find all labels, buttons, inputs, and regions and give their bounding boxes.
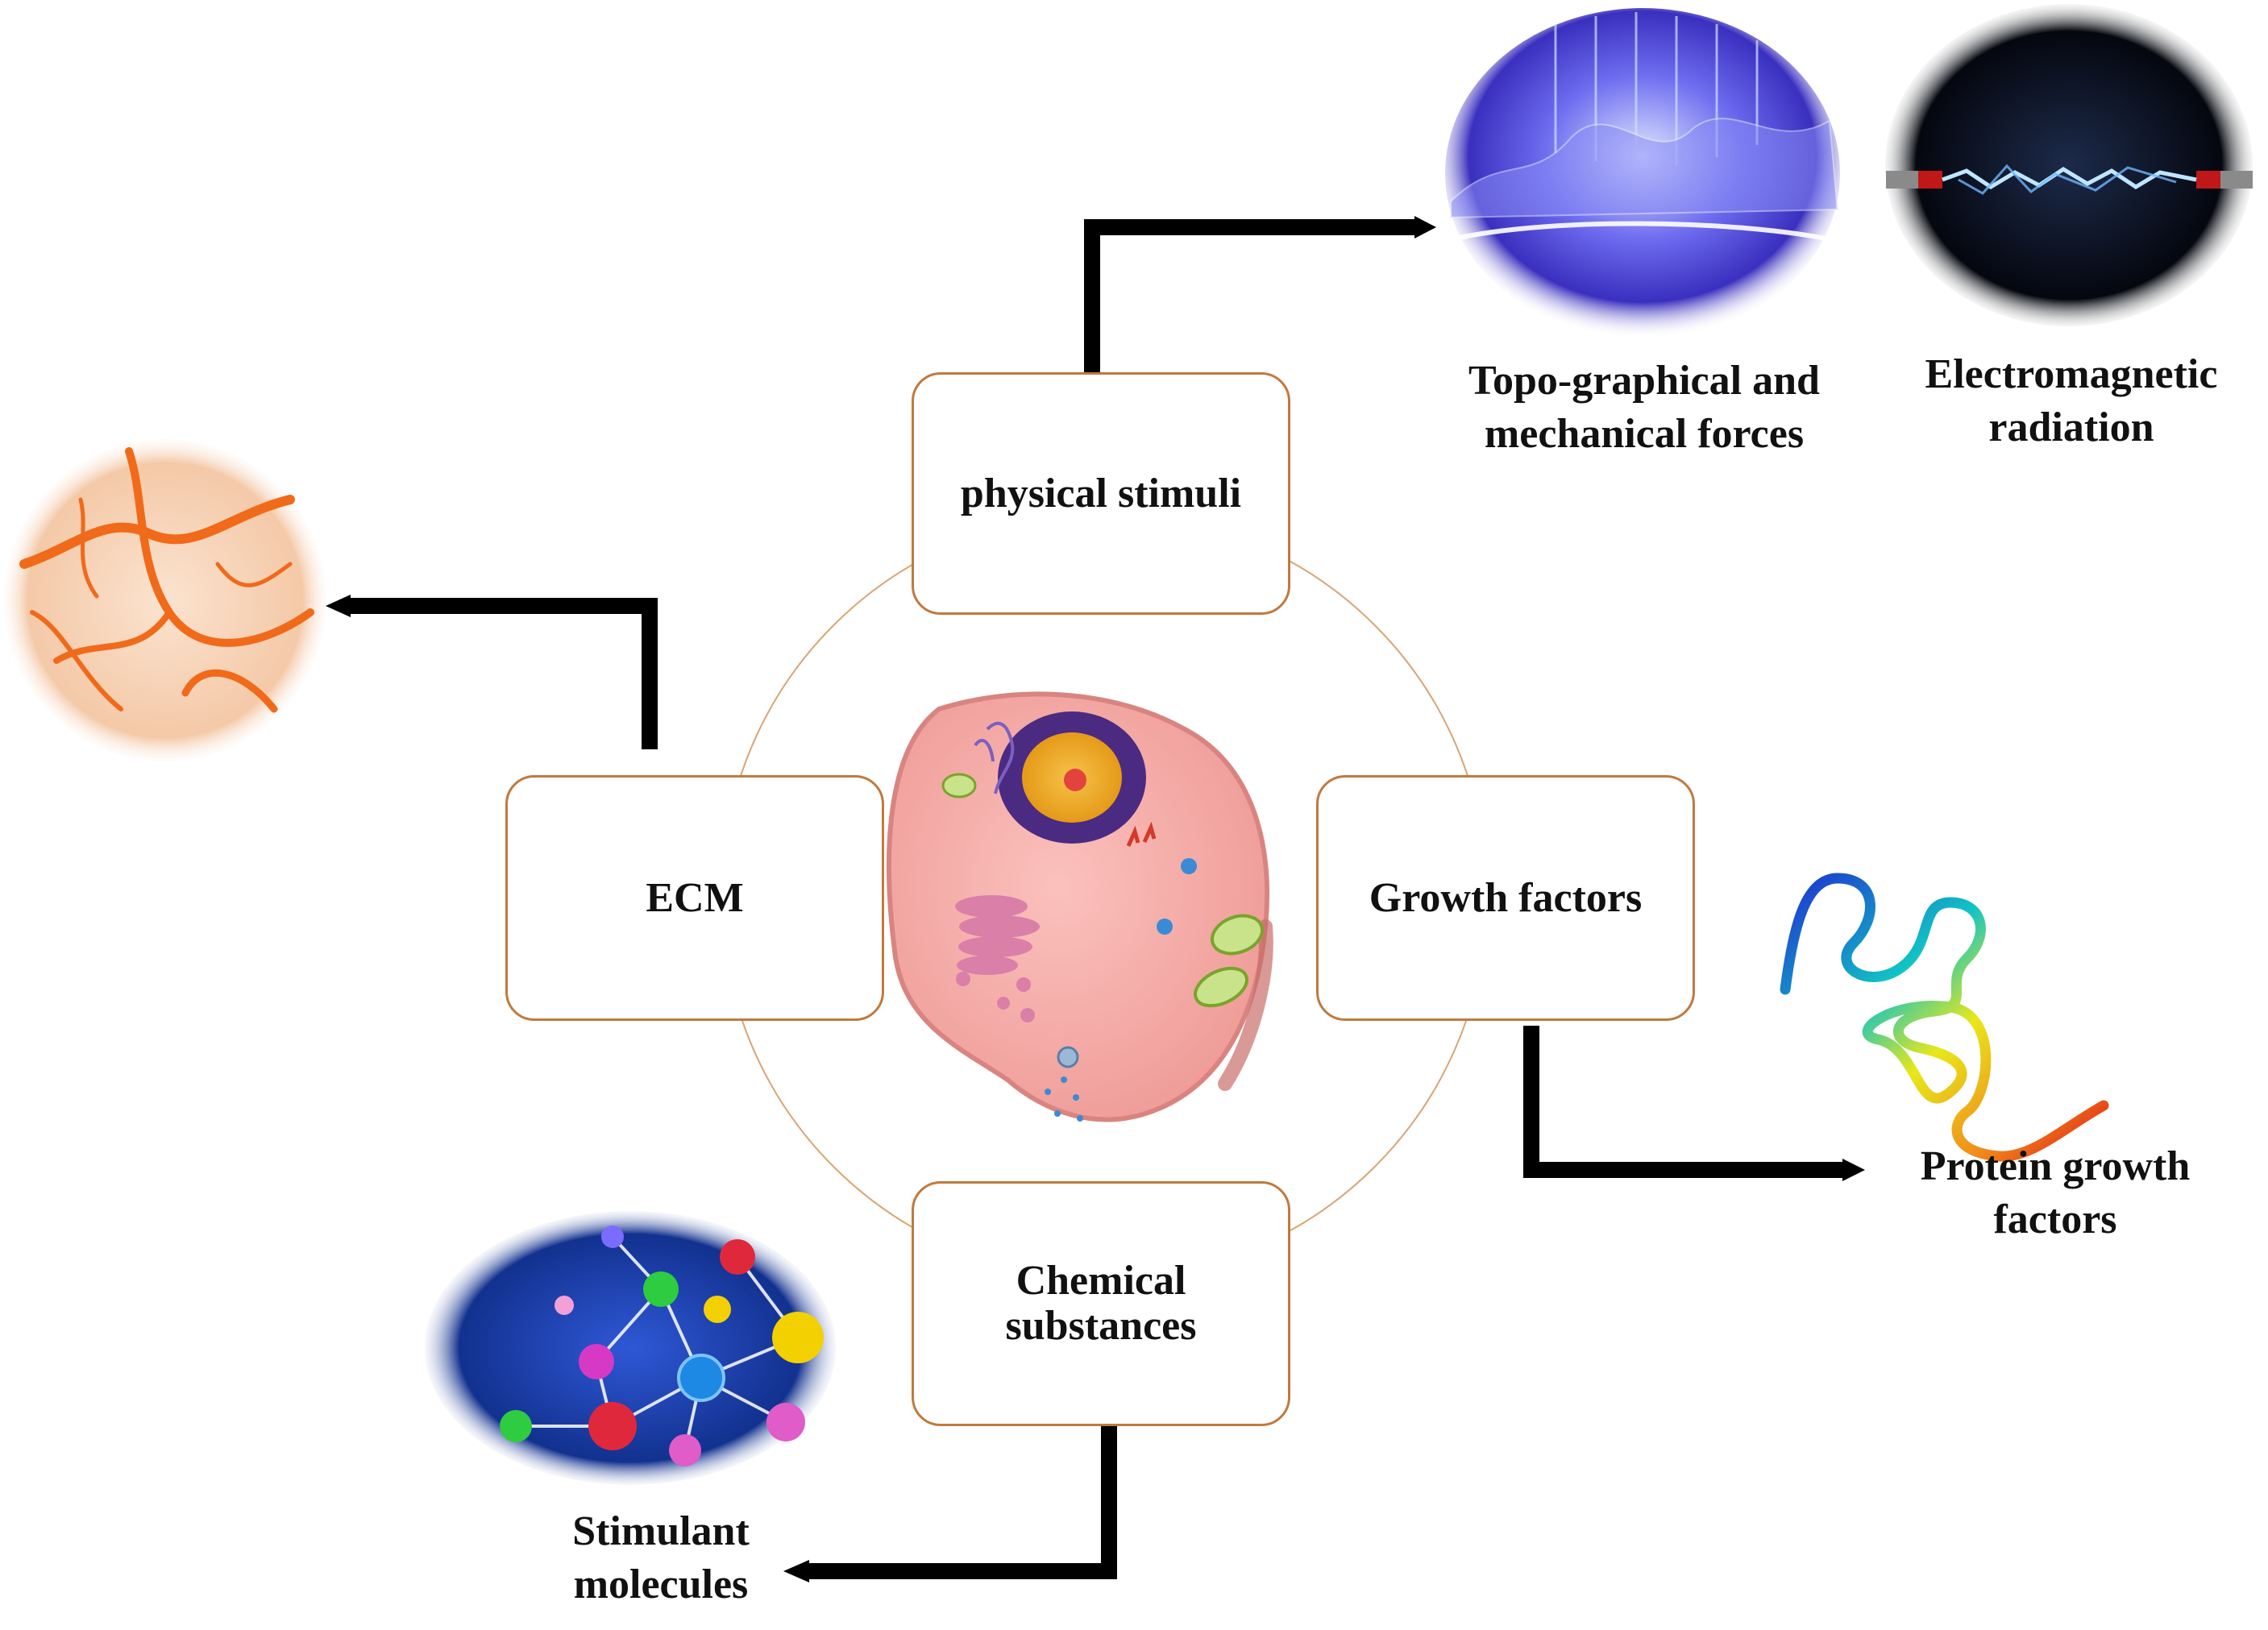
topographical-caption-line1: Topo-graphical and bbox=[1468, 358, 1820, 404]
electromagnetic-caption-line2: radiation bbox=[1988, 404, 2154, 450]
connector-chemical-arrow bbox=[783, 1425, 1117, 1582]
electric-arc-icon bbox=[1885, 4, 2253, 326]
stimulant-caption-line1: Stimulant bbox=[572, 1508, 750, 1554]
golgi-icon bbox=[955, 895, 1040, 1022]
electromagnetic-caption-line1: Electromagnetic bbox=[1925, 351, 2218, 397]
cell-icon bbox=[887, 691, 1273, 1122]
mesh-landscape-icon bbox=[1442, 8, 1842, 338]
chemical-label-line2: substances bbox=[1005, 1303, 1197, 1349]
electromagnetic-caption: Electromagnetic radiation bbox=[1878, 348, 2265, 454]
protein-caption: Protein growth factors bbox=[1878, 1140, 2233, 1246]
topographical-caption-line2: mechanical forces bbox=[1484, 411, 1805, 457]
growth-factors-label: Growth factors bbox=[1369, 874, 1643, 921]
ecm-fiber-network-icon bbox=[4, 439, 326, 761]
stimulant-caption-line2: molecules bbox=[573, 1562, 749, 1607]
chemical-substances-box: Chemical substances bbox=[912, 1181, 1290, 1426]
connector-physical-arrow bbox=[1084, 216, 1436, 372]
connector-growth-arrow bbox=[1523, 1026, 1865, 1181]
connector-ecm-arrow bbox=[326, 595, 658, 749]
physical-stimuli-label: physical stimuli bbox=[960, 470, 1242, 516]
stimulant-caption: Stimulant molecules bbox=[508, 1505, 814, 1611]
protein-ribbon-icon bbox=[1780, 873, 2109, 1162]
ecm-label: ECM bbox=[646, 874, 744, 921]
protein-caption-line2: factors bbox=[1993, 1197, 2117, 1242]
molecule-network-icon bbox=[425, 1211, 836, 1485]
ecm-box: ECM bbox=[505, 775, 884, 1021]
chemical-label-line1: Chemical bbox=[1016, 1258, 1186, 1304]
physical-stimuli-box: physical stimuli bbox=[912, 372, 1290, 615]
topographical-caption: Topo-graphical and mechanical forces bbox=[1443, 355, 1846, 461]
growth-factors-box: Growth factors bbox=[1316, 775, 1695, 1021]
protein-caption-line1: Protein growth bbox=[1920, 1143, 2191, 1189]
mitochondria-icon bbox=[941, 773, 1264, 1008]
